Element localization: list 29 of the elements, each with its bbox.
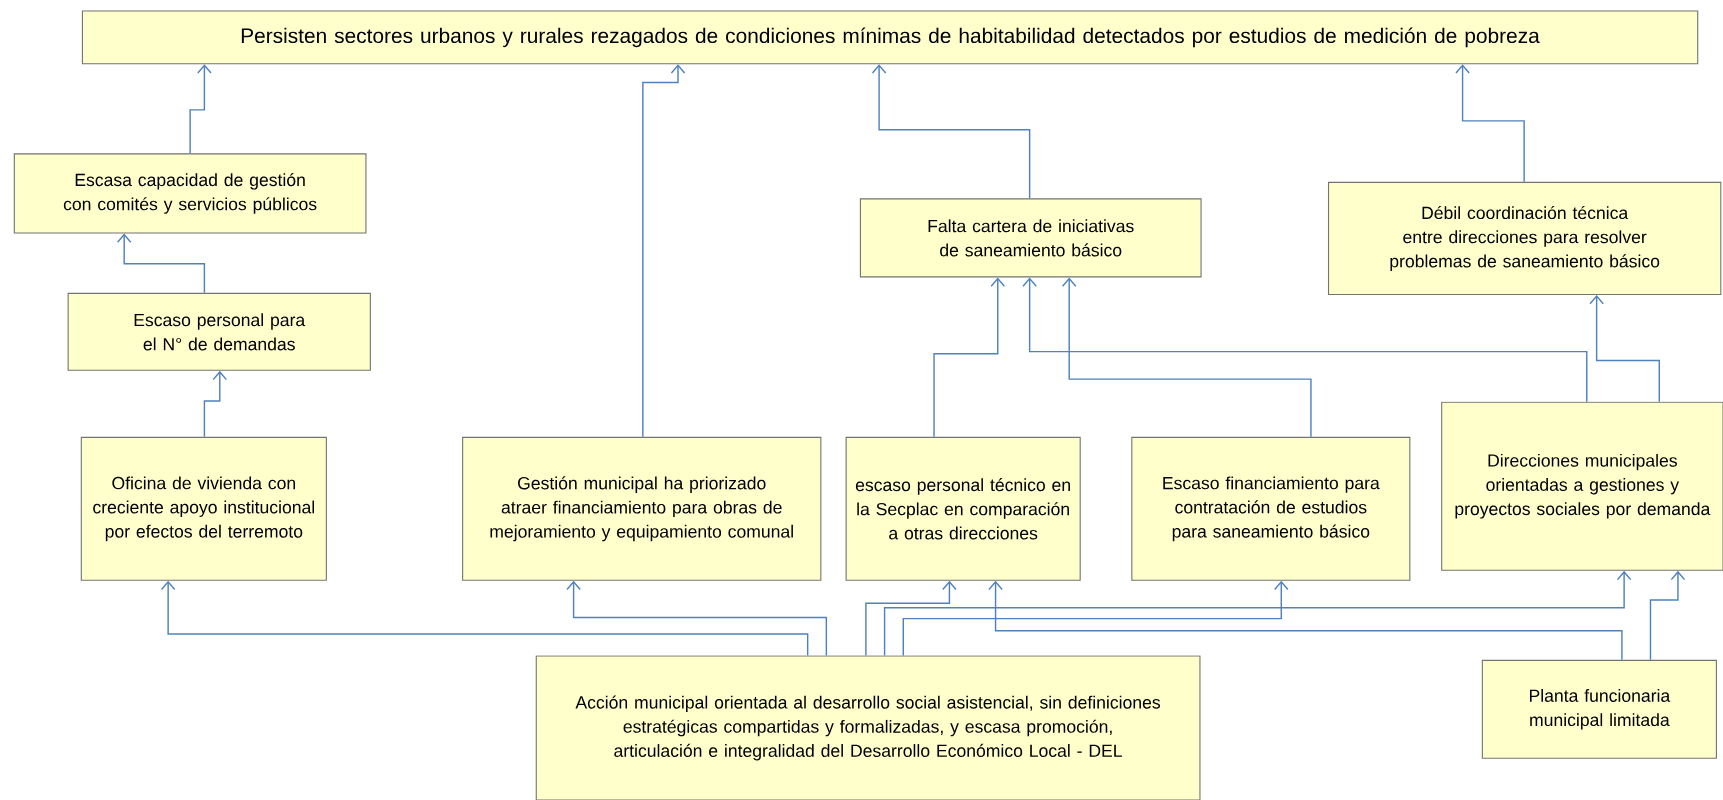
cause-box: Planta funcionaria municipal limitada	[1481, 659, 1717, 759]
cause-box: Falta cartera de iniciativas de saneamiento básico	[859, 198, 1202, 278]
arrow	[902, 580, 1289, 657]
arrow	[871, 64, 1031, 200]
arrow	[203, 370, 228, 438]
arrow	[1061, 277, 1312, 438]
arrow	[1649, 570, 1686, 661]
arrow	[1022, 277, 1588, 403]
cause-box: Acción municipal orientada al desarrollo social asistencial, sin definiciones estratégicas compartidas y formalizadas, y escasa promoción, articulación e integralidad del Desarrollo Económico Local - DEL	[535, 655, 1201, 800]
cause-box: Direcciones municipales orientadas a gestiones y proyectos sociales por demanda	[1441, 401, 1723, 571]
arrow	[566, 580, 828, 657]
arrow	[642, 64, 686, 438]
arrow	[116, 233, 206, 294]
cause-box: Escaso financiamiento para contratación de estudios para saneamiento básico	[1131, 436, 1411, 581]
cause-box: Gestión municipal ha priorizado atraer financiamiento para obras de mejoramiento y equipamiento comunal	[462, 436, 822, 581]
cause-box: Oficina de vivienda con creciente apoyo institucional por efectos del terremoto	[80, 436, 327, 581]
arrow	[883, 570, 1632, 657]
arrow	[865, 580, 957, 657]
arrow	[189, 64, 212, 155]
cause-box: Escasa capacidad de gestión con comités y servicios públicos	[13, 153, 367, 234]
arrow	[160, 580, 809, 657]
cause-box: escaso personal técnico en la Secplac en comparación a otras direcciones	[845, 436, 1081, 581]
arrow	[1455, 64, 1525, 183]
arrow	[933, 277, 1006, 438]
arrow	[988, 580, 1623, 661]
cause-box: Débil coordinación técnica entre direcciones para resolver problemas de saneamiento básico	[1328, 181, 1722, 296]
cause-box: Escaso personal para el N° de demandas	[67, 292, 371, 371]
arrow	[1589, 295, 1660, 403]
title-box: Persisten sectores urbanos y rurales rezagados de condiciones mínimas de habitabilidad detectados por estudios de medición de pobreza	[81, 10, 1699, 65]
